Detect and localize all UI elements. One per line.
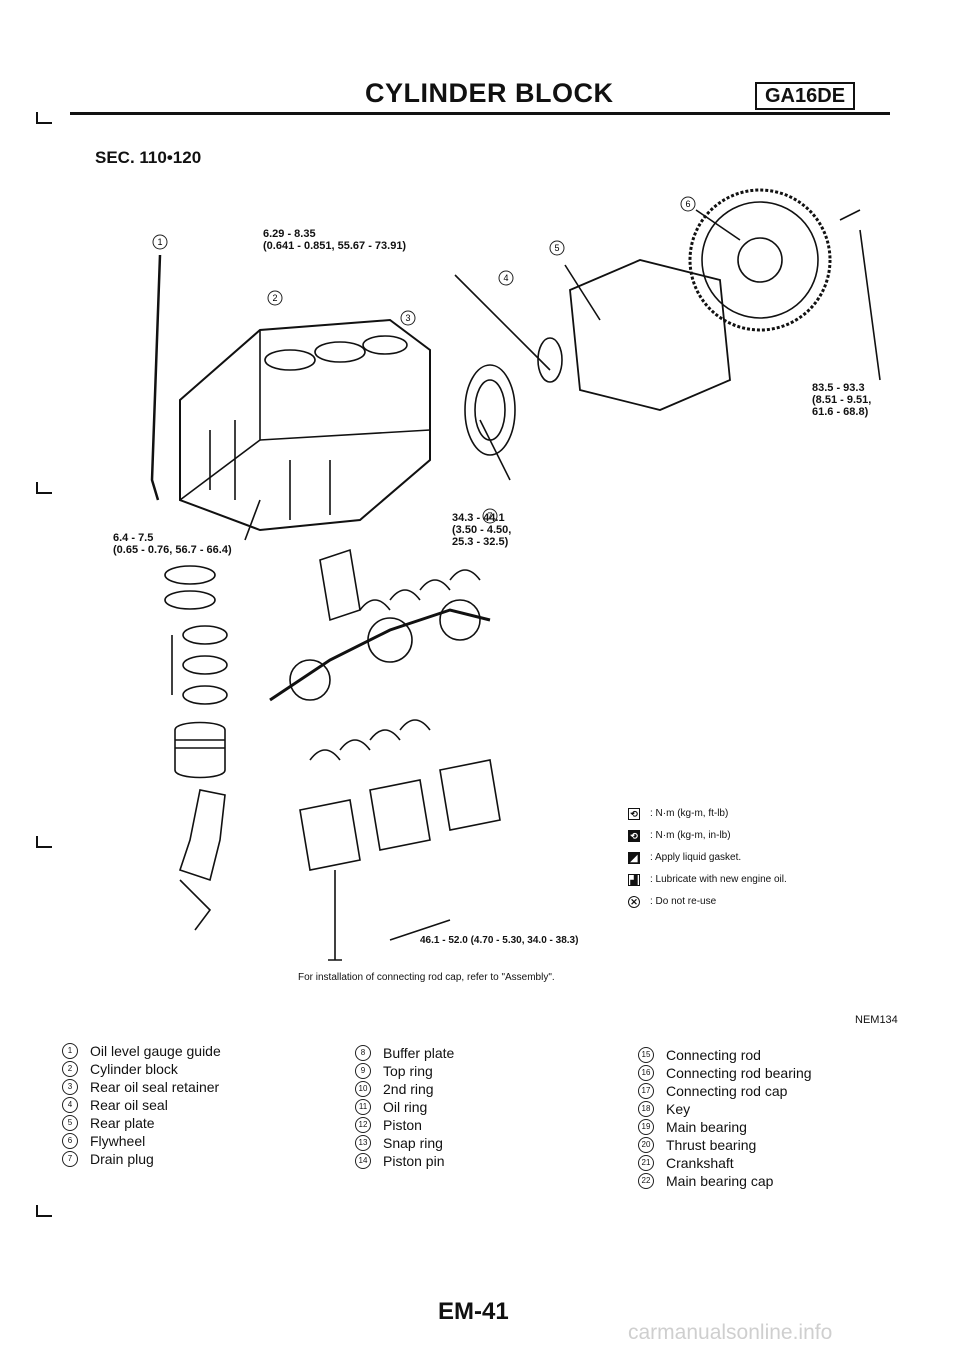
liquid-gasket-icon: ◢ — [628, 852, 640, 864]
legend-row: ✕ : Do not re-use — [628, 896, 787, 908]
corner-mark — [36, 482, 52, 494]
spec-drain-plug: 34.3 - 44.1 (3.50 - 4.50, 25.3 - 32.5) — [452, 512, 512, 548]
symbol-legend: ⟲ : N·m (kg-m, ft-lb) ⟲ : N·m (kg-m, in-… — [628, 808, 787, 908]
exploded-diagram: 1 2 3 4 5 6 7 — [150, 188, 881, 961]
svg-text:4: 4 — [503, 273, 508, 283]
callout-4: 4 — [498, 270, 514, 286]
svg-text:7: 7 — [487, 511, 492, 521]
legend-row: ◢ : Apply liquid gasket. — [628, 852, 787, 864]
legend-row: ⟲ : N·m (kg-m, ft-lb) — [628, 808, 787, 820]
svg-text:2: 2 — [272, 293, 277, 303]
callout-6: 6 — [680, 196, 696, 212]
section-number: SEC. 110•120 — [95, 148, 202, 167]
svg-text:5: 5 — [554, 243, 559, 253]
corner-mark — [36, 112, 52, 124]
svg-text:3: 3 — [405, 313, 410, 323]
figure-code: NEM134 — [855, 1014, 898, 1026]
watermark: carmanualsonline.info — [628, 1321, 833, 1344]
lubricate-icon: ▟ — [628, 874, 640, 886]
svg-text:6: 6 — [685, 199, 690, 209]
engine-badge: GA16DE — [755, 82, 856, 110]
svg-text:1: 1 — [157, 237, 162, 247]
conrod-install-note: For installation of connecting rod cap, … — [298, 972, 555, 983]
callout-7: 7 — [482, 508, 498, 524]
spec-main-cap-bolt: 46.1 - 52.0 (4.70 - 5.30, 34.0 - 38.3) — [420, 935, 579, 946]
header-rule — [70, 112, 890, 115]
legend-row: ⟲ : N·m (kg-m, in-lb) — [628, 830, 787, 842]
page-number: EM-41 — [438, 1298, 509, 1325]
corner-mark — [36, 836, 52, 848]
callout-3: 3 — [400, 310, 416, 326]
torque-ftlb-icon: ⟲ — [628, 808, 640, 820]
callout-2: 2 — [267, 290, 283, 306]
callout-5: 5 — [549, 240, 565, 256]
corner-mark — [36, 1205, 52, 1217]
page-title: CYLINDER BLOCK — [365, 78, 614, 108]
torque-inlb-icon: ⟲ — [628, 830, 640, 842]
spec-flywheel-bolt: 83.5 - 93.3 (8.51 - 9.51, 61.6 - 68.8) — [812, 382, 872, 418]
callout-1: 1 — [152, 234, 168, 250]
legend-row: ▟ : Lubricate with new engine oil. — [628, 874, 787, 886]
no-reuse-icon: ✕ — [628, 896, 640, 908]
spec-retainer-bolt: 6.4 - 7.5 (0.65 - 0.76, 56.7 - 66.4) — [113, 532, 232, 556]
spec-oil-gauge-bolt: 6.29 - 8.35 (0.641 - 0.851, 55.67 - 73.9… — [263, 228, 407, 252]
cylinder-block-drawing — [179, 318, 431, 532]
